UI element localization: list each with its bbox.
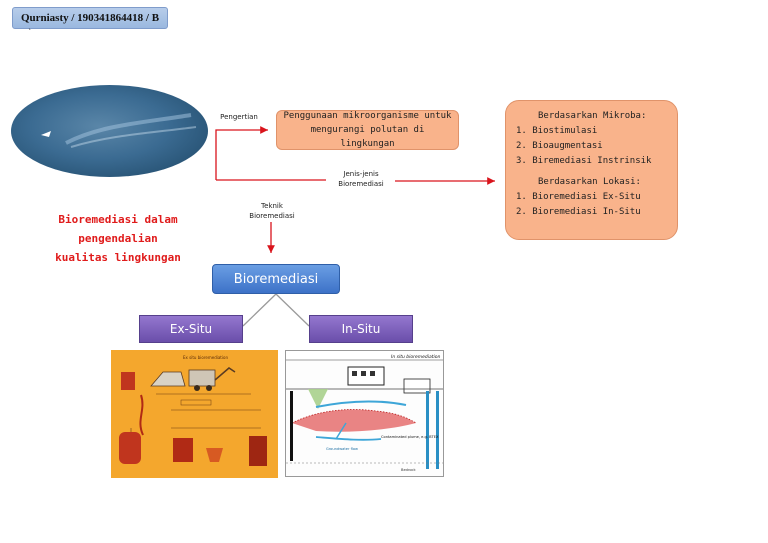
main-title: Bioremediasi dalam pengendalian kualitas… (22, 210, 214, 267)
connector-ex (242, 293, 277, 327)
ex-situ-image: Ex situ bioremediation (111, 350, 278, 478)
author-tag: Qurniasty / 190341864418 / B (12, 7, 168, 29)
sea-detail (41, 113, 197, 148)
types-heading-lokasi: Berdasarkan Lokasi: (538, 177, 641, 187)
types-box: Berdasarkan Mikroba: 1. Biostimulasi 2. … (505, 100, 678, 240)
label-pengertian: Pengertian (220, 113, 258, 121)
types-lokasi-2: 2. Bioremediasi In-Situ (516, 207, 641, 217)
label-teknik: Teknik Bioremediasi (246, 201, 298, 221)
bird-icon (41, 131, 51, 137)
ex-situ-drawing: Ex situ bioremediation (119, 355, 267, 466)
label-teknik-line-1: Teknik (261, 202, 283, 210)
in-situ-note-plume: Contaminated plume, e.g. BTEX (381, 435, 439, 439)
in-situ-image: In situ bioremediation Contaminated plum… (285, 350, 444, 477)
in-situ-image-title: In situ bioremediation (391, 354, 441, 360)
types-heading-mikroba: Berdasarkan Mikroba: (538, 111, 647, 121)
types-mikroba-2: 2. Bioaugmentasi (516, 141, 603, 151)
ex-situ-node: Ex-Situ (139, 315, 243, 343)
definition-line-2: mengurangi polutan di lingkungan (310, 125, 425, 149)
tick-mark: ` (28, 28, 32, 37)
in-situ-drawing: In situ bioremediation Contaminated plum… (286, 351, 443, 472)
label-jenis-line-1: Jenis-jenis (343, 170, 379, 178)
connector-in (275, 293, 310, 327)
label-jenis-line-2: Bioremediasi (338, 180, 384, 188)
ex-situ-image-title: Ex situ bioremediation (183, 355, 228, 360)
title-line-2: kualitas lingkungan (55, 251, 181, 264)
sea-image (11, 85, 208, 177)
title-line-1: Bioremediasi dalam pengendalian (58, 213, 178, 245)
in-situ-note-bedrock: Bedrock (401, 468, 417, 472)
in-situ-node: In-Situ (309, 315, 413, 343)
types-mikroba-1: 1. Biostimulasi (516, 126, 598, 136)
bioremediasi-node: Bioremediasi (212, 264, 340, 294)
connector-main (215, 126, 268, 180)
definition-line-1: Penggunaan mikroorganisme untuk (283, 111, 452, 121)
in-situ-note-groundwater: Groundwater flow (326, 447, 358, 451)
types-lokasi-1: 1. Bioremediasi Ex-Situ (516, 192, 641, 202)
label-teknik-line-2: Bioremediasi (249, 212, 295, 220)
definition-box: Penggunaan mikroorganisme untuk menguran… (276, 110, 459, 150)
types-mikroba-3: 3. Biremediasi Instrinsik (516, 156, 652, 166)
label-jenis: Jenis-jenis Bioremediasi (328, 169, 394, 189)
